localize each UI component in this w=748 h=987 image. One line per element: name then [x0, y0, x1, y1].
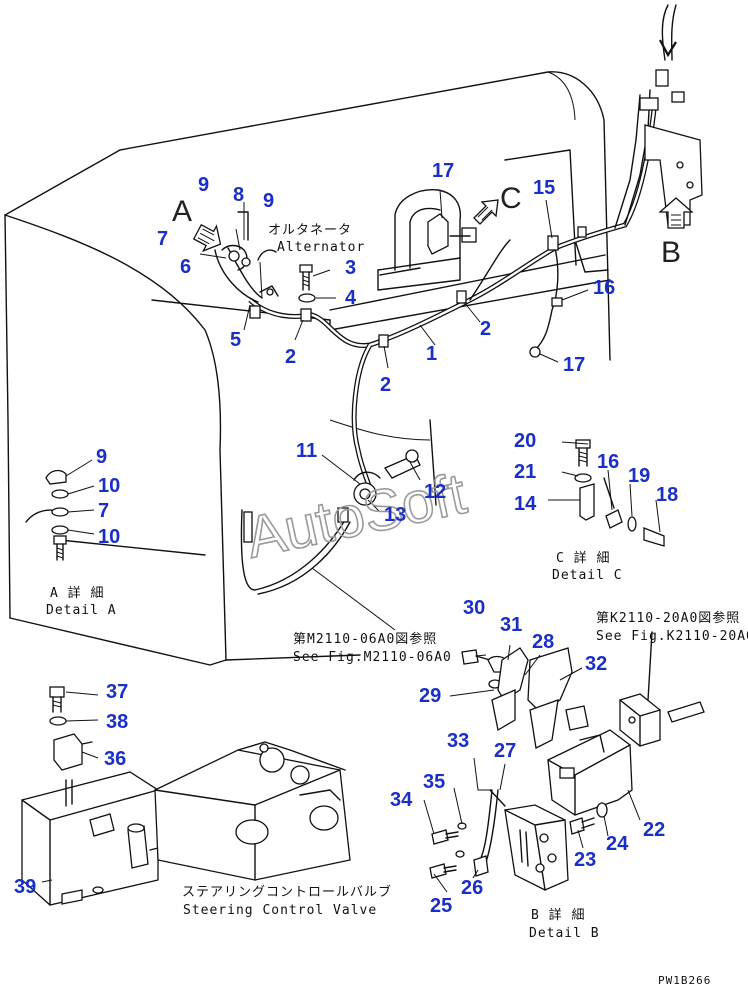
alternator-label-jp: オルタネータ	[268, 223, 352, 238]
drawing-code: PW1B266	[658, 974, 711, 987]
ref-k2110-en: See Fig.K2110-20A0	[596, 629, 748, 644]
detail-c-title-en: Detail C	[552, 568, 623, 583]
bolt-3	[299, 264, 313, 291]
detail-b-title-en: Detail B	[529, 926, 600, 941]
callout-13: 13	[384, 504, 406, 526]
callout-27: 27	[494, 740, 516, 762]
callout-38: 38	[106, 711, 128, 733]
callout-21: 21	[514, 461, 536, 483]
wiring-harness-main	[214, 99, 658, 595]
callout-32: 32	[585, 653, 607, 675]
callout-6: 6	[180, 256, 191, 278]
callout-33: 33	[447, 730, 469, 752]
callout-2: 2	[480, 318, 491, 340]
callout-34: 34	[390, 789, 413, 811]
harness-clamps	[243, 226, 587, 543]
callout-9: 9	[263, 190, 274, 212]
view-arrow-b	[658, 197, 694, 229]
callout-16: 16	[597, 451, 619, 473]
detail-b-title-jp: B 詳 細	[531, 907, 585, 923]
detail-b-pedal-assembly	[461, 631, 705, 816]
callout-22: 22	[643, 819, 665, 841]
callout-37: 37	[106, 681, 128, 703]
detail-b-bolts	[429, 802, 608, 879]
ref-m2110-jp: 第M2110-06A0図参照	[293, 631, 437, 647]
callout-8: 8	[233, 184, 244, 206]
detail-c-parts	[574, 439, 665, 547]
callout-36: 36	[104, 748, 126, 770]
view-letter-c: C	[500, 182, 522, 215]
callout-16: 16	[593, 277, 615, 299]
callout-numbers: 1 2 2 2 3 4 5 6 7 7 8 9 9 9 10 10 11 12 …	[14, 160, 678, 917]
ref-k2110-jp: 第K2110-20A0図参照	[596, 610, 740, 626]
harness-connector-cluster	[614, 4, 703, 229]
callout-29: 29	[419, 685, 441, 707]
callout-18: 18	[656, 484, 678, 506]
callout-3: 3	[345, 257, 356, 279]
alternator-label-en: Alternator	[277, 240, 365, 255]
callout-10: 10	[98, 526, 120, 548]
detail-b-switch-block	[473, 789, 569, 891]
callout-10: 10	[98, 475, 120, 497]
callout-30: 30	[463, 597, 485, 619]
callout-5: 5	[230, 329, 241, 351]
callout-35: 35	[423, 771, 445, 793]
callout-2: 2	[380, 374, 391, 396]
callout-25: 25	[430, 895, 452, 917]
view-letter-b: B	[661, 236, 681, 269]
callout-31: 31	[500, 614, 522, 636]
callout-19: 19	[628, 465, 650, 487]
engine-hood-outline	[4, 71, 611, 666]
callout-7: 7	[157, 228, 168, 250]
callout-1: 1	[426, 343, 437, 365]
callout-9: 9	[198, 174, 209, 196]
callout-23: 23	[574, 849, 596, 871]
ref-m2110-en: See Fig.M2110-06A0	[293, 650, 452, 665]
engine-sensor-assembly	[427, 213, 477, 255]
view-arrow-c	[473, 199, 499, 225]
callout-leaders	[41, 189, 661, 893]
washer-4	[298, 293, 316, 303]
callout-17: 17	[563, 354, 585, 376]
callout-4: 4	[345, 287, 357, 309]
steering-control-valve	[154, 741, 351, 881]
callout-20: 20	[514, 430, 536, 452]
leader-m2110	[311, 567, 396, 631]
callout-28: 28	[532, 631, 554, 653]
starter-connection	[337, 449, 421, 523]
callout-24: 24	[606, 833, 629, 855]
view-arrow-a	[192, 223, 222, 253]
detail-a-title-jp: A 詳 細	[50, 585, 104, 601]
alternator-assembly	[221, 211, 279, 297]
callout-39: 39	[14, 876, 36, 898]
callout-14: 14	[514, 493, 537, 515]
callout-2: 2	[285, 346, 296, 368]
callout-7: 7	[98, 500, 109, 522]
callout-26: 26	[461, 877, 483, 899]
callout-17: 17	[432, 160, 454, 182]
callout-15: 15	[533, 177, 555, 199]
detail-bracket-39	[21, 686, 191, 906]
callout-12: 12	[424, 481, 446, 503]
view-letter-a: A	[172, 195, 192, 228]
callout-9: 9	[96, 446, 107, 468]
steering-valve-label-en: Steering Control Valve	[183, 903, 377, 918]
muffler-pipe	[377, 189, 462, 291]
detail-c-title-jp: C 詳 細	[556, 550, 610, 566]
detail-a-title-en: Detail A	[46, 603, 117, 618]
steering-valve-label-jp: ステアリングコントロールバルブ	[182, 884, 392, 900]
detail-a-parts	[25, 469, 69, 561]
callout-11: 11	[296, 440, 317, 462]
